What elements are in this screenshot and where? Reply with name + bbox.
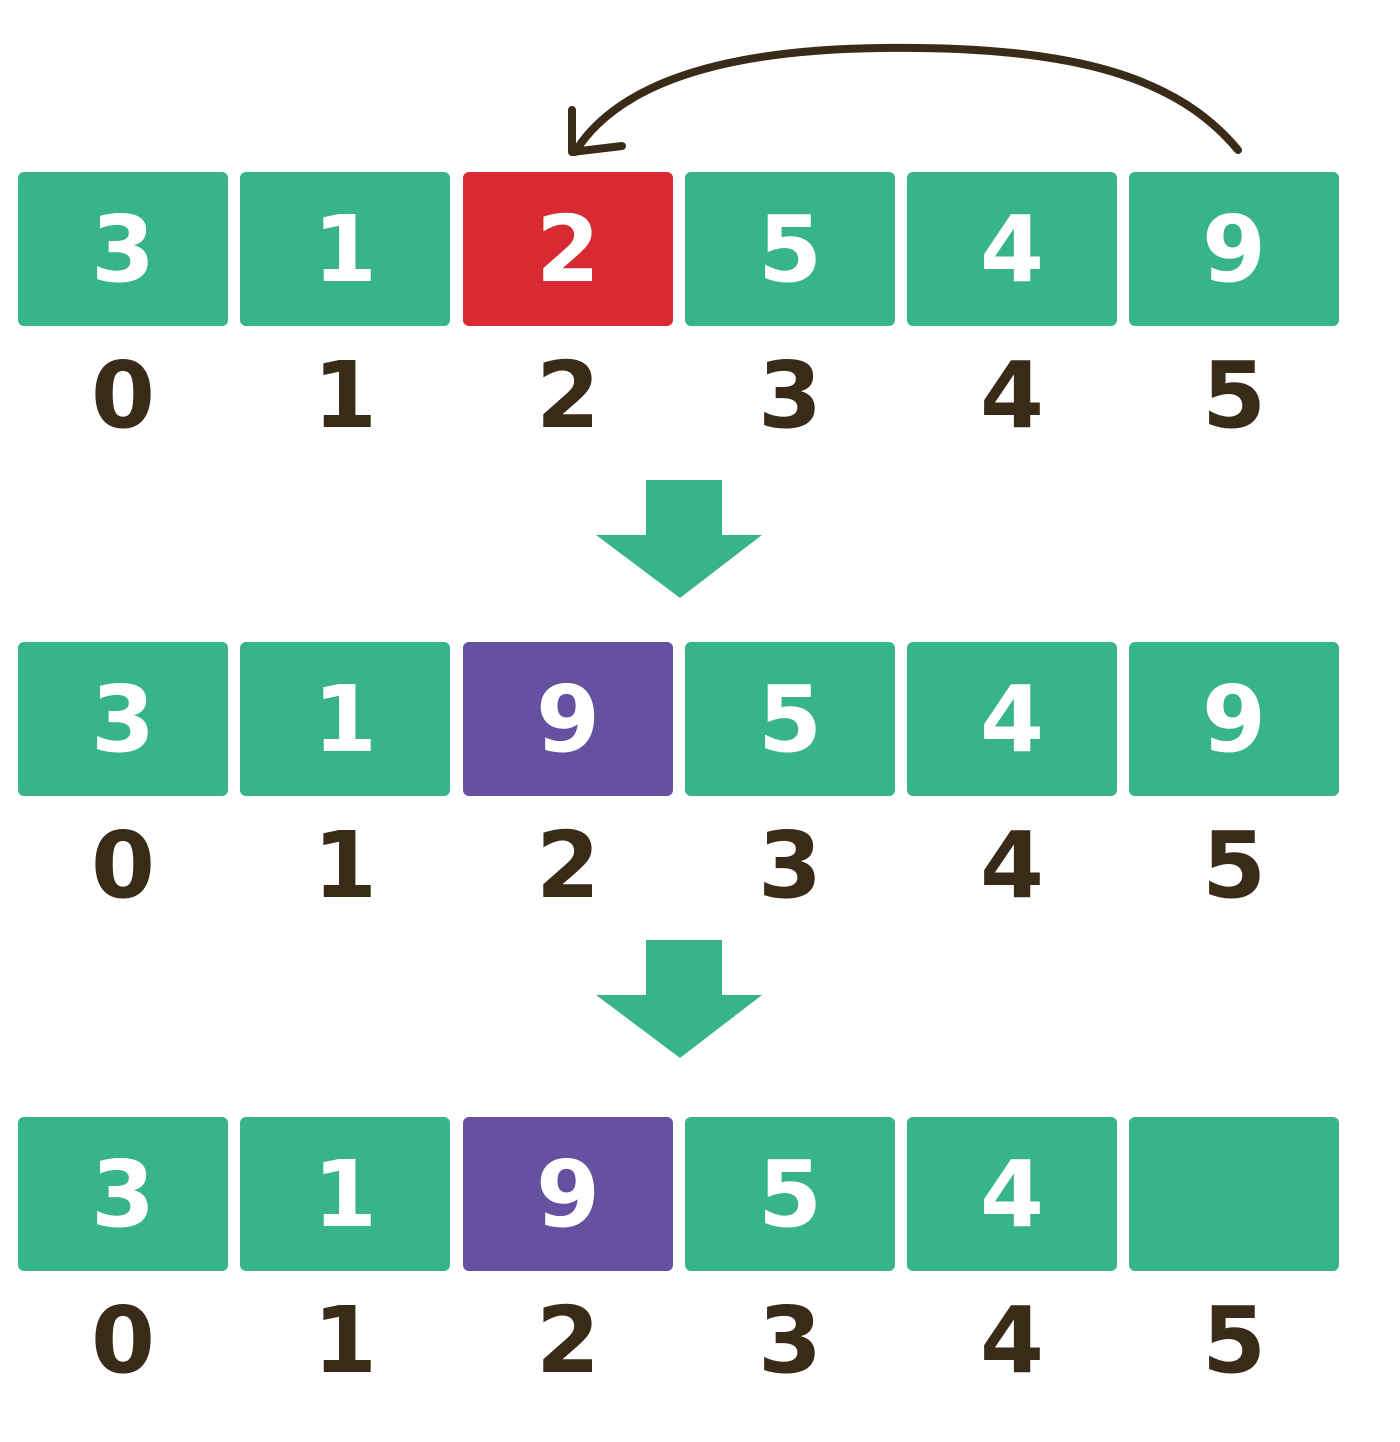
array-cell-5: 9 xyxy=(1129,172,1339,326)
array-cell-2-moved: 9 xyxy=(463,1117,673,1271)
index-label-5: 5 xyxy=(1201,1286,1266,1394)
index-label-5: 5 xyxy=(1201,341,1266,449)
array-cell-0: 3 xyxy=(18,172,228,326)
index-label-4: 4 xyxy=(979,341,1044,449)
index-label-3: 3 xyxy=(757,1286,822,1394)
array-cell-1: 1 xyxy=(240,172,450,326)
array-cell-4: 4 xyxy=(907,172,1117,326)
array-cell-1: 1 xyxy=(240,1117,450,1271)
array-cell-0: 3 xyxy=(18,1117,228,1271)
index-label-2: 2 xyxy=(535,1286,600,1394)
index-label-2: 2 xyxy=(535,341,600,449)
array-cell-3: 5 xyxy=(685,172,895,326)
index-label-4: 4 xyxy=(979,1286,1044,1394)
index-label-0: 0 xyxy=(90,1286,155,1394)
array-cell-3: 5 xyxy=(685,1117,895,1271)
curved-arrow-icon xyxy=(568,43,1242,156)
array-cell-3: 5 xyxy=(685,642,895,796)
index-label-1: 1 xyxy=(312,811,377,919)
array-cell-2-removed: 2 xyxy=(463,172,673,326)
array-cell-0: 3 xyxy=(18,642,228,796)
index-label-1: 1 xyxy=(312,341,377,449)
array-cell-4: 4 xyxy=(907,1117,1117,1271)
array-cell-4: 4 xyxy=(907,642,1117,796)
index-label-0: 0 xyxy=(90,341,155,449)
array-cell-2-moved: 9 xyxy=(463,642,673,796)
array-cell-1: 1 xyxy=(240,642,450,796)
array-cell-5: 9 xyxy=(1129,642,1339,796)
array-cell-5-empty xyxy=(1129,1117,1339,1271)
index-label-5: 5 xyxy=(1201,811,1266,919)
index-label-3: 3 xyxy=(757,341,822,449)
index-label-4: 4 xyxy=(979,811,1044,919)
index-label-0: 0 xyxy=(90,811,155,919)
index-label-2: 2 xyxy=(535,811,600,919)
down-arrow-icon xyxy=(596,480,762,598)
index-label-1: 1 xyxy=(312,1286,377,1394)
down-arrow-icon xyxy=(596,940,762,1058)
index-label-3: 3 xyxy=(757,811,822,919)
